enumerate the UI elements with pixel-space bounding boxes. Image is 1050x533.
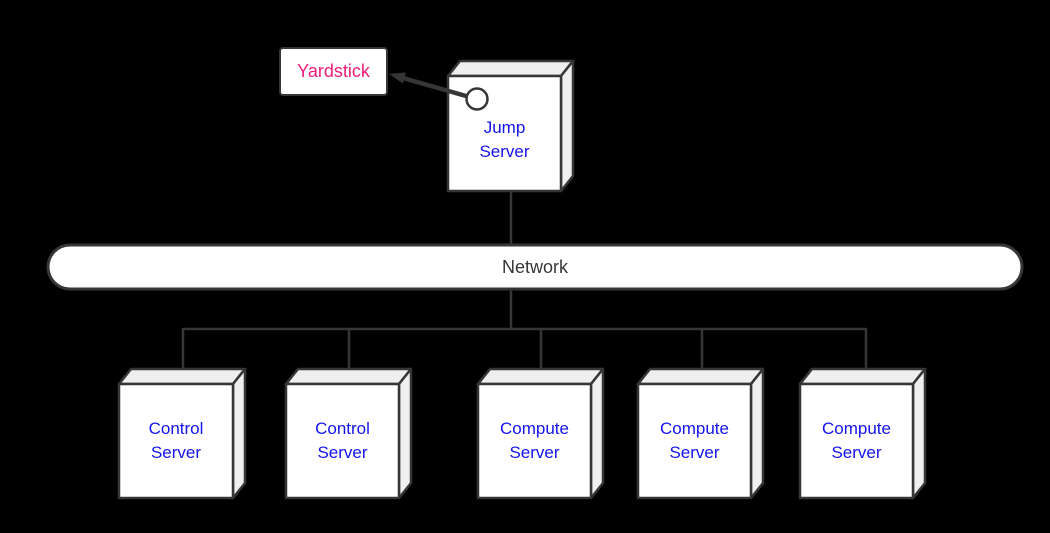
server-node-4	[636, 367, 765, 500]
server-4-side-face	[749, 367, 765, 500]
yardstick-node	[279, 47, 388, 96]
server-2-top-face	[284, 367, 413, 386]
server-5-side-face	[911, 367, 927, 500]
jump-server-node	[446, 59, 575, 193]
server-3-side-face	[589, 367, 605, 500]
server-node-1	[117, 367, 247, 500]
server-4-front-face	[636, 382, 753, 500]
port-circle-icon	[465, 87, 489, 111]
server-5-front-face	[798, 382, 915, 500]
server-node-2	[284, 367, 413, 500]
server-1-front-face	[117, 382, 235, 500]
jump-server-front-face	[446, 74, 563, 193]
arrow-shaft	[402, 75, 467, 99]
jump-server-side-face	[559, 59, 575, 193]
server-2-front-face	[284, 382, 401, 500]
server-5-top-face	[798, 367, 927, 386]
jump-server-top-face	[446, 59, 575, 78]
server-1-top-face	[117, 367, 247, 386]
server-2-side-face	[397, 367, 413, 500]
server-3-top-face	[476, 367, 605, 386]
server-1-side-face	[231, 367, 247, 500]
edge-jumpserver-yardstick	[389, 72, 467, 99]
server-4-top-face	[636, 367, 765, 386]
server-3-front-face	[476, 382, 593, 500]
network-node	[46, 243, 1024, 291]
server-node-3	[476, 367, 605, 500]
arrow-head-icon	[389, 72, 406, 84]
server-node-5	[798, 367, 927, 500]
